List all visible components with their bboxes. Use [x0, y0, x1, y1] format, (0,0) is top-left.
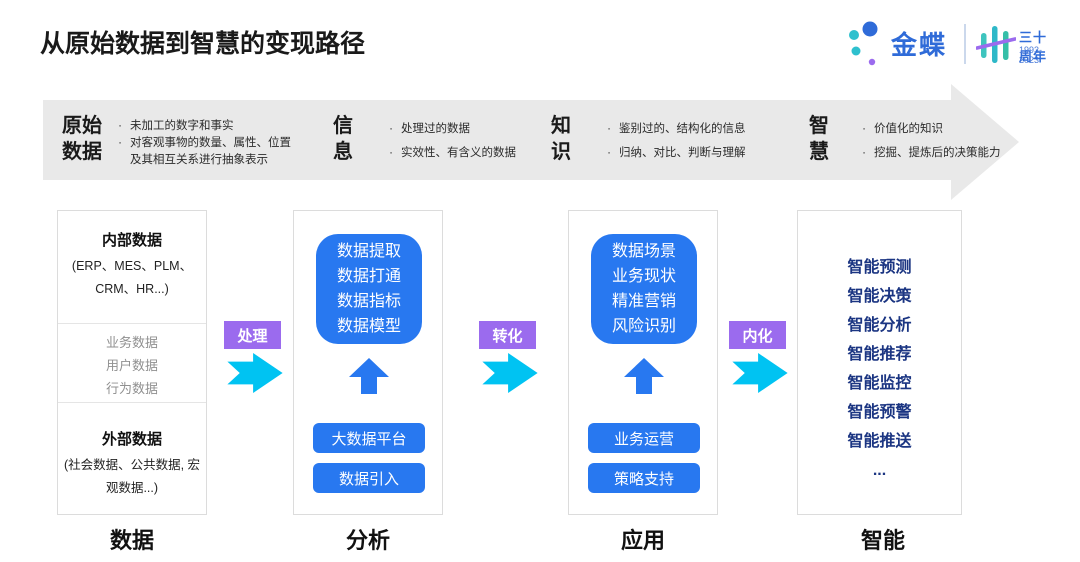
bubble-line: 风险识别 — [611, 318, 676, 335]
logo-divider — [964, 24, 966, 64]
bullet-dot-icon: · — [389, 123, 393, 135]
anniversary-years: 1993-2023 — [1019, 45, 1043, 65]
up-arrow-icon — [624, 358, 664, 394]
column-label-application: 应用 — [620, 528, 666, 553]
stage-raw-data-name: 原始 数据 — [62, 115, 102, 163]
smart-item: 智能推荐 — [847, 346, 912, 363]
dikw-banner — [43, 100, 952, 180]
stage-information-name: 信 息 — [333, 115, 353, 163]
bubble-line: 业务现状 — [611, 268, 676, 285]
brand-name: 金蝶 — [891, 30, 948, 60]
external-data-systems: (社会数据、公共数据, 宏观数据...) — [63, 458, 201, 495]
stage-knowledge-bullets: · 鉴别过的、结构化的信息 · 归纳、对比、判断与理解 — [599, 121, 794, 162]
smart-item: 智能决策 — [847, 288, 912, 305]
analysis-column-box: 数据提取 数据打通 数据指标 数据模型 大数据平台 数据引入 — [293, 210, 443, 515]
business-operation-button: 业务运营 — [588, 423, 700, 453]
process-connector-label: 处理 — [224, 321, 281, 349]
application-column-box: 数据场景 业务现状 精准营销 风险识别 业务运营 策略支持 — [568, 210, 718, 515]
data-import-button: 数据引入 — [313, 463, 425, 493]
transform-connector-label: 转化 — [479, 321, 536, 349]
list-item: 业务数据 — [105, 335, 158, 350]
flow-arrow-icon — [732, 353, 788, 393]
bullet-dot-icon: · — [862, 123, 866, 135]
smart-list: 智能预测 智能决策 智能分析 智能推荐 智能监控 智能预警 智能推送 ... — [798, 211, 961, 485]
bubble-line: 数据指标 — [336, 293, 401, 310]
bubble-line: 数据打通 — [336, 268, 401, 285]
list-item: 行为数据 — [105, 381, 158, 396]
column-label-analysis: 分析 — [345, 528, 391, 553]
stage-raw-data-bullets: · 未加工的数字和事实 · 对客观事物的数量、属性、位置及其相互关系进行抽象表示 — [110, 118, 302, 169]
middle-data-section: 业务数据 用户数据 行为数据 — [58, 323, 206, 403]
smart-item: 智能预警 — [847, 404, 912, 421]
bullet-item: · 归纳、对比、判断与理解 — [599, 145, 794, 162]
smart-item: 智能预测 — [847, 259, 912, 276]
bullet-dot-icon: · — [118, 137, 122, 149]
smart-item: 智能监控 — [847, 375, 912, 392]
stage-wisdom-bullets: · 价值化的知识 · 挖掘、提炼后的决策能力 — [854, 121, 1019, 162]
bullet-text: 未加工的数字和事实 — [130, 120, 234, 132]
smart-item-ellipsis: ... — [872, 462, 887, 479]
stage-information-bullets: · 处理过的数据 · 实效性、有含义的数据 — [381, 121, 556, 162]
bullet-item: · 实效性、有含义的数据 — [381, 145, 556, 162]
internal-data-section: 内部数据 (ERP、MES、PLM、CRM、HR...) — [58, 211, 206, 323]
internal-data-title: 内部数据 — [101, 232, 162, 249]
kingdee-logo: 金蝶 三十周年 1993-2023 — [845, 16, 1060, 74]
bullet-dot-icon: · — [118, 120, 122, 132]
bubble-line: 数据模型 — [336, 318, 401, 335]
smart-item: 智能分析 — [847, 317, 912, 334]
big-data-platform-button: 大数据平台 — [313, 423, 425, 453]
data-column-box: 内部数据 (ERP、MES、PLM、CRM、HR...) 业务数据 用户数据 行… — [57, 210, 207, 515]
bubble-line: 数据场景 — [611, 243, 676, 260]
bubble-line: 数据提取 — [336, 243, 401, 260]
bullet-item: · 对客观事物的数量、属性、位置及其相互关系进行抽象表示 — [110, 135, 302, 169]
bullet-dot-icon: · — [607, 147, 611, 159]
bullet-text: 实效性、有含义的数据 — [401, 147, 516, 159]
up-arrow-icon — [349, 358, 389, 394]
flow-arrow-icon — [227, 353, 283, 393]
flow-arrow-icon — [482, 353, 538, 393]
anniversary-mark-icon — [976, 26, 1016, 63]
bullet-text: 处理过的数据 — [401, 123, 470, 135]
bullet-item: · 挖掘、提炼后的决策能力 — [854, 145, 1019, 162]
application-bubble: 数据场景 业务现状 精准营销 风险识别 — [591, 234, 697, 344]
bullet-item: · 未加工的数字和事实 — [110, 118, 302, 135]
stage-knowledge-name: 知 识 — [551, 115, 571, 163]
analysis-bubble: 数据提取 数据打通 数据指标 数据模型 — [316, 234, 422, 344]
stage-wisdom-name: 智 慧 — [809, 115, 829, 163]
anniversary-label: 三十周年 — [1019, 30, 1048, 64]
bullet-text: 挖掘、提炼后的决策能力 — [874, 147, 1001, 159]
bubble-line: 精准营销 — [611, 293, 676, 310]
strategy-support-button: 策略支持 — [588, 463, 700, 493]
bullet-item: · 鉴别过的、结构化的信息 — [599, 121, 794, 138]
bullet-item: · 价值化的知识 — [854, 121, 1019, 138]
intelligence-column-box: 智能预测 智能决策 智能分析 智能推荐 智能监控 智能预警 智能推送 ... — [797, 210, 962, 515]
bullet-text: 价值化的知识 — [874, 123, 943, 135]
bullet-text: 归纳、对比、判断与理解 — [619, 147, 746, 159]
logo-dots-icon — [849, 21, 878, 66]
bullet-item: · 处理过的数据 — [381, 121, 556, 138]
banner-arrowhead-icon — [951, 84, 1019, 200]
bullet-dot-icon: · — [607, 123, 611, 135]
bullet-text: 对客观事物的数量、属性、位置及其相互关系进行抽象表示 — [130, 137, 291, 166]
column-label-data: 数据 — [109, 528, 155, 553]
internalize-connector-label: 内化 — [729, 321, 786, 349]
bullet-dot-icon: · — [389, 147, 393, 159]
page-title: 从原始数据到智慧的变现路径 — [40, 30, 366, 58]
internal-data-systems: (ERP、MES、PLM、CRM、HR...) — [71, 259, 193, 296]
column-label-intelligence: 智能 — [860, 528, 906, 553]
external-data-title: 外部数据 — [101, 431, 162, 448]
list-item: 用户数据 — [105, 358, 158, 373]
bullet-text: 鉴别过的、结构化的信息 — [619, 123, 746, 135]
external-data-section: 外部数据 (社会数据、公共数据, 宏观数据...) — [58, 403, 206, 500]
bullet-dot-icon: · — [862, 147, 866, 159]
smart-item: 智能推送 — [847, 433, 912, 450]
